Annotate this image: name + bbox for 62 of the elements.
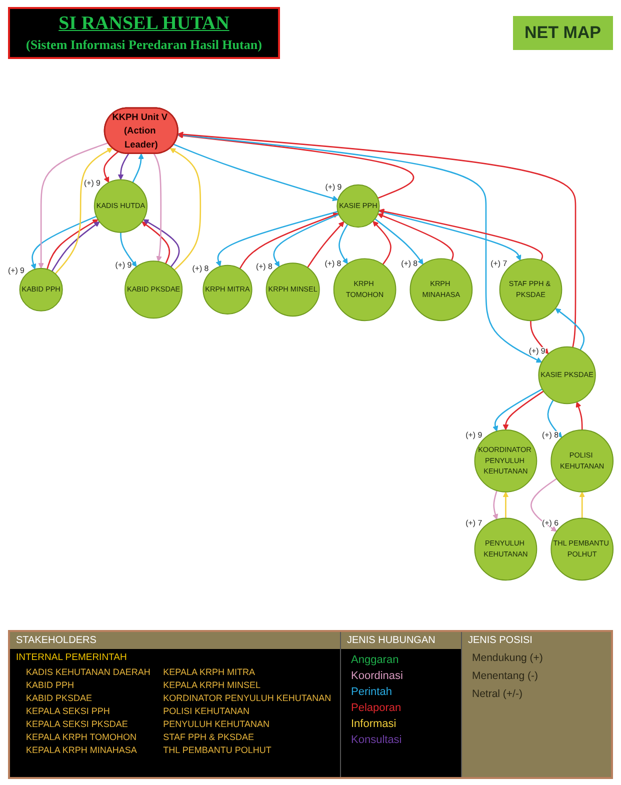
- arrow: [372, 220, 392, 265]
- arrow: [143, 219, 180, 268]
- stakeholder-name: KEPALA KRPH MINAHASA: [26, 744, 138, 756]
- stakeholder-name: KORDINATOR PENYULUH KEHUTANAN: [163, 692, 332, 704]
- arrow: [555, 308, 585, 350]
- stakeholder-name: KEPALA SEKSI PKSDAE: [26, 718, 129, 730]
- section-heading: NET MAP: [512, 16, 613, 50]
- arrow: [153, 153, 162, 262]
- legend-entry: Informasi: [351, 717, 398, 731]
- stakeholder-name: STAF PPH & PKSDAE: [163, 731, 256, 743]
- arrow: [502, 492, 509, 518]
- arrow: [547, 400, 562, 438]
- arrow: [492, 388, 543, 432]
- stakeholder-name: KABID PPH: [26, 679, 76, 691]
- legend-entry: Anggaran: [351, 653, 400, 667]
- legend-entry: Koordinasi: [351, 669, 404, 683]
- arrow: [30, 216, 97, 270]
- arrow: [576, 402, 583, 430]
- arrow: [142, 221, 170, 264]
- arrow: [530, 320, 549, 354]
- arrow: [378, 213, 454, 261]
- arrow: [103, 151, 119, 183]
- arrow: [173, 144, 338, 202]
- arrow: [338, 224, 348, 264]
- stakeholder-name: THL PEMBANTU POLHUT: [163, 744, 272, 756]
- arrow: [530, 478, 558, 532]
- arrow: [378, 208, 544, 261]
- stakeholder-name: POLISI KEHUTANAN: [163, 705, 251, 717]
- stakeholder-name: KABID PKSDAE: [26, 692, 94, 704]
- subtitle-text: (Sistem Informasi Peredaran Hasil Hutan): [26, 37, 262, 53]
- legend-entry: Perintah: [351, 685, 393, 699]
- arrow: [273, 214, 340, 268]
- arrow: [492, 490, 498, 520]
- arrow: [177, 132, 414, 199]
- position-type: Menentang (-): [471, 669, 539, 684]
- stakeholder-name: KADIS KEHUTANAN DAERAH: [26, 666, 152, 678]
- stakeholder-name: KEPALA KRPH TOMOHON: [26, 731, 138, 743]
- arrow: [374, 218, 424, 265]
- legend-entry: Konsultasi: [351, 733, 403, 747]
- arrow: [307, 221, 344, 268]
- stakeholder-name: KEPALA KRPH MITRA: [163, 666, 256, 678]
- legend-entry: Pelaporan: [351, 701, 402, 715]
- column-header: JENIS HUBUNGAN: [341, 632, 461, 649]
- position-type: Netral (+/-): [471, 687, 524, 702]
- stakeholder-name: PENYULUH KEHUTANAN: [163, 718, 271, 730]
- arrow: [120, 232, 137, 267]
- arrow: [170, 148, 202, 271]
- stakeholder-name: KEPALA SEKSI PPH: [26, 705, 111, 717]
- position-type: Mendukung (+): [471, 651, 544, 666]
- stakeholder-name: KEPALA KRPH MINSEL: [163, 679, 262, 691]
- column-header: STAKEHOLDERS: [10, 632, 340, 649]
- arrow: [118, 153, 130, 180]
- group-heading: INTERNAL PEMERINTAH: [15, 651, 128, 665]
- arrow: [216, 210, 338, 267]
- arrow: [502, 390, 544, 430]
- arrow: [132, 153, 144, 183]
- arrow: [378, 210, 522, 261]
- title-text: SI RANSEL HUTAN: [58, 13, 230, 35]
- arrow: [579, 492, 585, 518]
- arrow: [38, 142, 108, 269]
- arrow: [239, 212, 339, 270]
- arrow: [54, 148, 113, 274]
